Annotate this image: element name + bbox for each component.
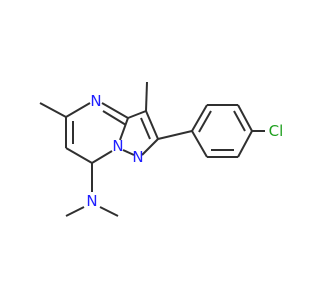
bond-ph3-ph4 (237, 104, 253, 132)
bond-c3a-n4 (101, 102, 129, 119)
bond-ph1-ph2-inner (198, 110, 212, 133)
atom-label-n-pyrimidine: N (90, 92, 101, 110)
bond-ph4-ph5 (237, 130, 253, 158)
molecule-structure-diagram: N N N N Cl (39, 81, 283, 217)
bond-c3-methyl (145, 81, 148, 112)
bond-c7-n8 (91, 150, 113, 164)
bond-c3a-n4-inner (102, 110, 127, 126)
bond-c2-phenyl (157, 130, 193, 140)
atom-label-n-amine: N (86, 192, 97, 210)
bond-c3-c2 (145, 110, 159, 140)
bond-ph3-ph4-inner (233, 110, 246, 132)
bond-ph1-ph2 (191, 104, 208, 132)
bond-c3a-c3 (127, 110, 147, 119)
bond-n-amine-methyl-right (99, 206, 119, 217)
bond-ph6-ph1 (191, 130, 208, 158)
atom-label-n-pyrazole: N (132, 148, 143, 166)
bond-n-amine-methyl-left (65, 206, 85, 217)
bond-n1-n8 (122, 149, 135, 156)
bond-c5-methyl (39, 102, 67, 118)
bond-c6-c7 (65, 147, 93, 164)
atom-label-layer: N N N N Cl (86, 92, 283, 210)
atom-label-n-bridge: N (112, 137, 123, 155)
bond-n8-c3a (119, 117, 129, 141)
bond-n4-c5 (65, 102, 91, 118)
bond-c2-n1 (141, 138, 159, 156)
bond-layer (39, 81, 265, 217)
atom-label-chlorine: Cl (269, 122, 284, 140)
bond-c3-c2-inner (140, 117, 151, 140)
